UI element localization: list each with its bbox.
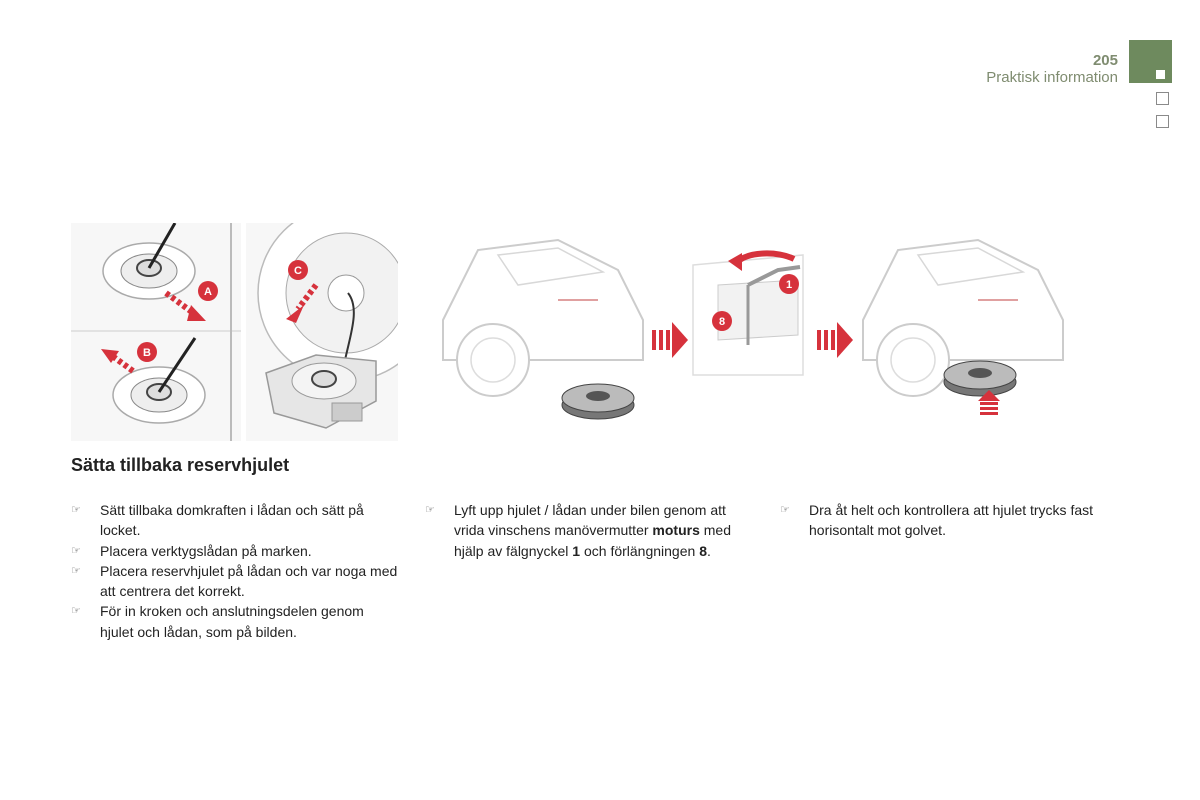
callout-label-a: A — [204, 286, 212, 298]
chapter-tab-empty — [1156, 115, 1169, 128]
callout-b — [137, 342, 157, 362]
list-item: ☞Dra åt helt och kontrollera att hjulet … — [780, 502, 1094, 539]
instructions-column-2: ☞Lyft upp hjulet / lådan under bilen gen… — [425, 500, 740, 561]
step-arrow-icon — [652, 322, 688, 358]
illustration-winch-wrench: 1 8 — [692, 250, 804, 376]
list-item: ☞För in kroken och anslutningsdelen geno… — [71, 603, 364, 640]
pointer-hand-icon: ☞ — [71, 544, 81, 557]
illustration-car-wheel-under — [442, 238, 644, 420]
illustration-car-wheel-raised — [862, 238, 1064, 415]
list-item: ☞Placera reservhjulet på lådan och var n… — [71, 562, 398, 600]
callout-label-1: 1 — [786, 279, 792, 291]
page-number: 205 — [1092, 52, 1118, 69]
instructions-column-1: ☞Sätt tillbaka domkraften i lådan och sä… — [71, 500, 401, 642]
list-item: ☞Sätt tillbaka domkraften i lådan och sä… — [71, 502, 364, 539]
callout-label-b: B — [143, 347, 151, 359]
pointer-hand-icon: ☞ — [425, 504, 435, 516]
callout-c — [288, 260, 308, 280]
pointer-hand-icon: ☞ — [71, 504, 81, 516]
list-item: ☞Placera verktygslådan på marken. — [71, 541, 401, 561]
callout-a — [198, 281, 218, 301]
illustration-locking-detail: A B — [71, 223, 241, 441]
callout-8 — [712, 311, 732, 331]
callout-label-8: 8 — [719, 316, 725, 328]
chapter-tab-empty — [1156, 92, 1169, 105]
pointer-hand-icon: ☞ — [780, 504, 790, 516]
pointer-hand-icon: ☞ — [71, 564, 81, 577]
chapter-tab-active — [1129, 40, 1172, 83]
callout-label-c: C — [294, 265, 302, 277]
section-title: Praktisk information — [986, 69, 1118, 86]
instructions-column-3: ☞Dra åt helt och kontrollera att hjulet … — [780, 500, 1110, 541]
pointer-hand-icon: ☞ — [71, 605, 81, 618]
callout-1 — [779, 274, 799, 294]
chapter-marker-icon — [1156, 70, 1165, 79]
list-item: ☞Lyft upp hjulet / lådan under bilen gen… — [425, 502, 731, 559]
section-heading: Sätta tillbaka reservhjulet — [71, 455, 290, 475]
illustration-wheel-toolbox: C — [246, 223, 398, 441]
step-arrow-icon — [817, 322, 853, 358]
